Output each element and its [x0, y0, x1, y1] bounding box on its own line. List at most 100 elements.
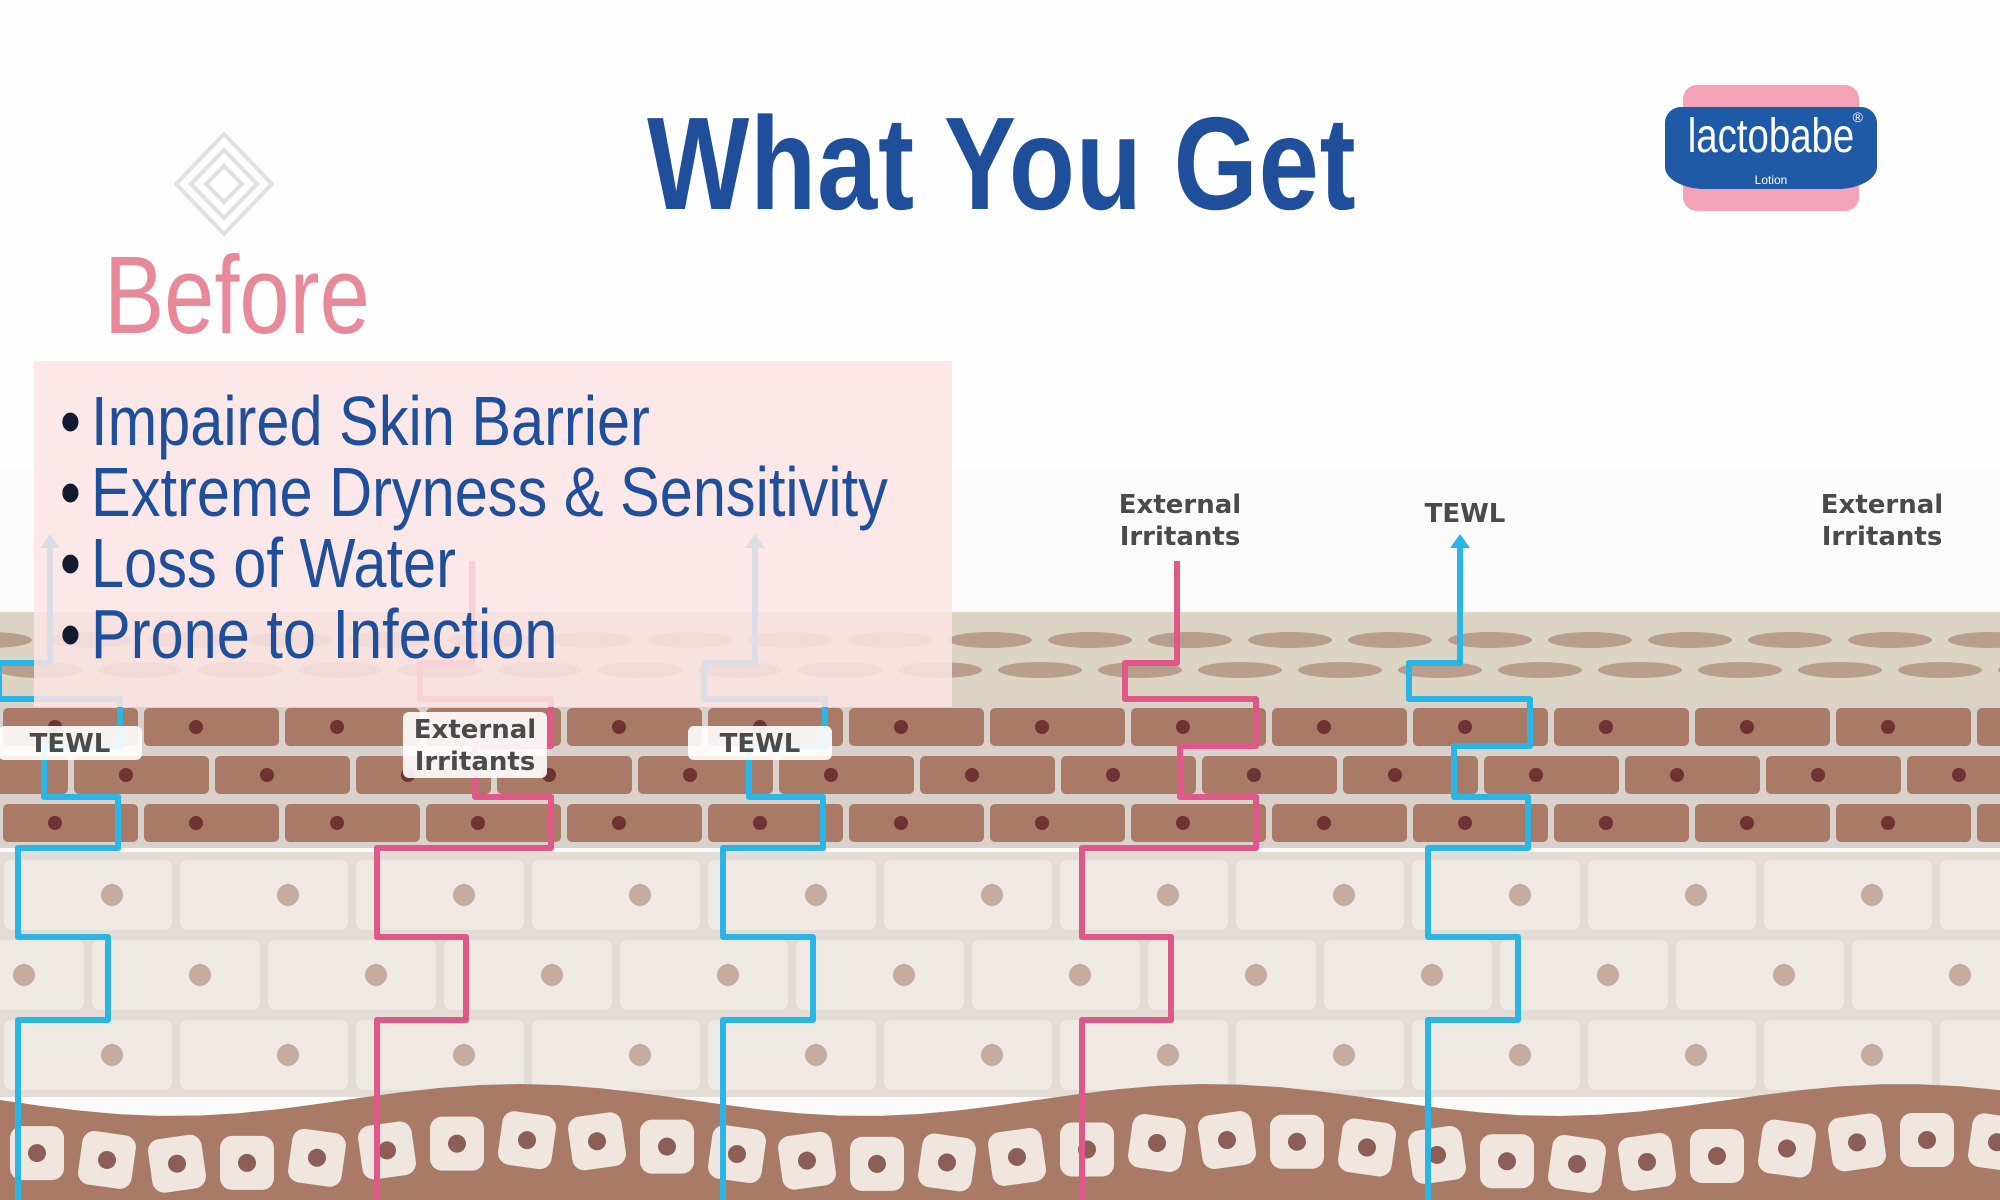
- epidermal-cell: [1588, 860, 1756, 930]
- cell-nucleus: [1599, 720, 1613, 734]
- tewl-pathway-line: [1406, 548, 1533, 1200]
- cell-nucleus: [1597, 964, 1619, 986]
- corneocyte-flake: [1448, 632, 1532, 648]
- epidermal-cell: [1236, 1020, 1404, 1090]
- keratinocyte-brick: [1977, 804, 2000, 842]
- cell-nucleus: [260, 768, 274, 782]
- cell-nucleus: [1509, 884, 1531, 906]
- keratinocyte-brick: [1413, 708, 1548, 746]
- label-line: TEWL: [1425, 499, 1506, 529]
- cell-nucleus: [378, 1141, 396, 1160]
- epidermal-cell: [1764, 860, 1932, 930]
- cell-nucleus: [588, 1132, 606, 1151]
- cell-nucleus: [805, 1044, 827, 1066]
- cell-nucleus: [1157, 1044, 1179, 1066]
- cell-nucleus: [1176, 816, 1190, 830]
- before-heading: Before: [104, 234, 370, 357]
- keratinocyte-brick: [990, 708, 1125, 746]
- cell-nucleus: [98, 1150, 116, 1169]
- cell-nucleus: [1638, 1152, 1656, 1171]
- keratinocyte-brick: [779, 756, 914, 794]
- list-item-text: Prone to Infection: [91, 595, 558, 673]
- cell-nucleus: [965, 768, 979, 782]
- cell-nucleus: [1428, 1145, 1446, 1164]
- epidermal-cell: [708, 860, 876, 930]
- epidermal-cell: [92, 940, 260, 1010]
- epidermal-cell: [796, 940, 964, 1010]
- cell-nucleus: [753, 816, 767, 830]
- cell-nucleus: [1685, 884, 1707, 906]
- cell-nucleus: [1247, 768, 1261, 782]
- epidermal-cell: [180, 860, 348, 930]
- cell-nucleus: [471, 816, 485, 830]
- tewl-label: TEWL: [720, 729, 801, 759]
- tewl-label: TEWL: [1425, 499, 1506, 529]
- cell-nucleus: [365, 964, 387, 986]
- cell-nucleus: [1218, 1131, 1236, 1150]
- cell-nucleus: [189, 964, 211, 986]
- cell-nucleus: [1778, 1139, 1796, 1158]
- cell-nucleus: [1333, 884, 1355, 906]
- list-item-text: Loss of Water: [91, 524, 456, 602]
- epidermal-cell: [1676, 940, 1844, 1010]
- logo-product: Lotion: [1754, 173, 1788, 187]
- epidermal-cell: [532, 860, 700, 930]
- keratinocyte-brick: [74, 756, 209, 794]
- cell-nucleus: [238, 1153, 256, 1172]
- epidermal-cell: [1148, 940, 1316, 1010]
- cell-nucleus: [1685, 1044, 1707, 1066]
- cell-nucleus: [308, 1148, 326, 1167]
- epidermal-cell: [444, 940, 612, 1010]
- keratinocyte-brick: [1836, 708, 1971, 746]
- cell-nucleus: [101, 1044, 123, 1066]
- cell-nucleus: [612, 816, 626, 830]
- epidermal-cell: [1852, 940, 2000, 1010]
- cell-nucleus: [683, 768, 697, 782]
- cell-nucleus: [658, 1137, 676, 1156]
- corneocyte-flake: [0, 632, 32, 648]
- corneocyte-flake: [1148, 632, 1232, 648]
- cell-nucleus: [868, 1154, 886, 1173]
- cell-nucleus: [1176, 720, 1190, 734]
- list-item: •Impaired Skin Barrier: [60, 382, 650, 460]
- epidermal-cell: [1324, 940, 1492, 1010]
- keratinocyte-brick: [0, 756, 68, 794]
- keratinocyte-brick: [1202, 756, 1337, 794]
- keratinocyte-brick: [3, 804, 138, 842]
- cell-nucleus: [1708, 1147, 1726, 1166]
- cell-nucleus: [1811, 768, 1825, 782]
- tewl-label: TEWL: [30, 729, 111, 759]
- cell-nucleus: [119, 768, 133, 782]
- cell-nucleus: [938, 1153, 956, 1172]
- epidermal-cell: [1060, 860, 1228, 930]
- label-line: Irritants: [415, 747, 536, 777]
- corneocyte-flake: [1948, 632, 2000, 648]
- label-line: TEWL: [720, 729, 801, 759]
- cell-nucleus: [1317, 720, 1331, 734]
- epidermal-cell: [268, 940, 436, 1010]
- cell-nucleus: [1458, 720, 1472, 734]
- epidermal-cell: [1588, 1020, 1756, 1090]
- cell-nucleus: [1918, 1131, 1936, 1150]
- keratinocyte-brick: [567, 708, 702, 746]
- cell-nucleus: [541, 964, 563, 986]
- keratinocyte-brick: [144, 708, 279, 746]
- epidermal-cell: [4, 1020, 172, 1090]
- cell-nucleus: [1861, 884, 1883, 906]
- corneocyte-flake: [1748, 632, 1832, 648]
- corneocyte-flake: [1598, 662, 1682, 678]
- cell-nucleus: [1599, 816, 1613, 830]
- cell-nucleus: [1529, 768, 1543, 782]
- cell-nucleus: [824, 768, 838, 782]
- cell-nucleus: [1388, 768, 1402, 782]
- epidermal-cell: [1236, 860, 1404, 930]
- keratinocyte-brick: [1554, 708, 1689, 746]
- epidermal-cell: [180, 1020, 348, 1090]
- cell-nucleus: [1952, 768, 1966, 782]
- cell-nucleus: [28, 1144, 46, 1163]
- cell-nucleus: [1773, 964, 1795, 986]
- cell-nucleus: [277, 1044, 299, 1066]
- epidermal-cell: [708, 1020, 876, 1090]
- keratinocyte-brick: [849, 708, 984, 746]
